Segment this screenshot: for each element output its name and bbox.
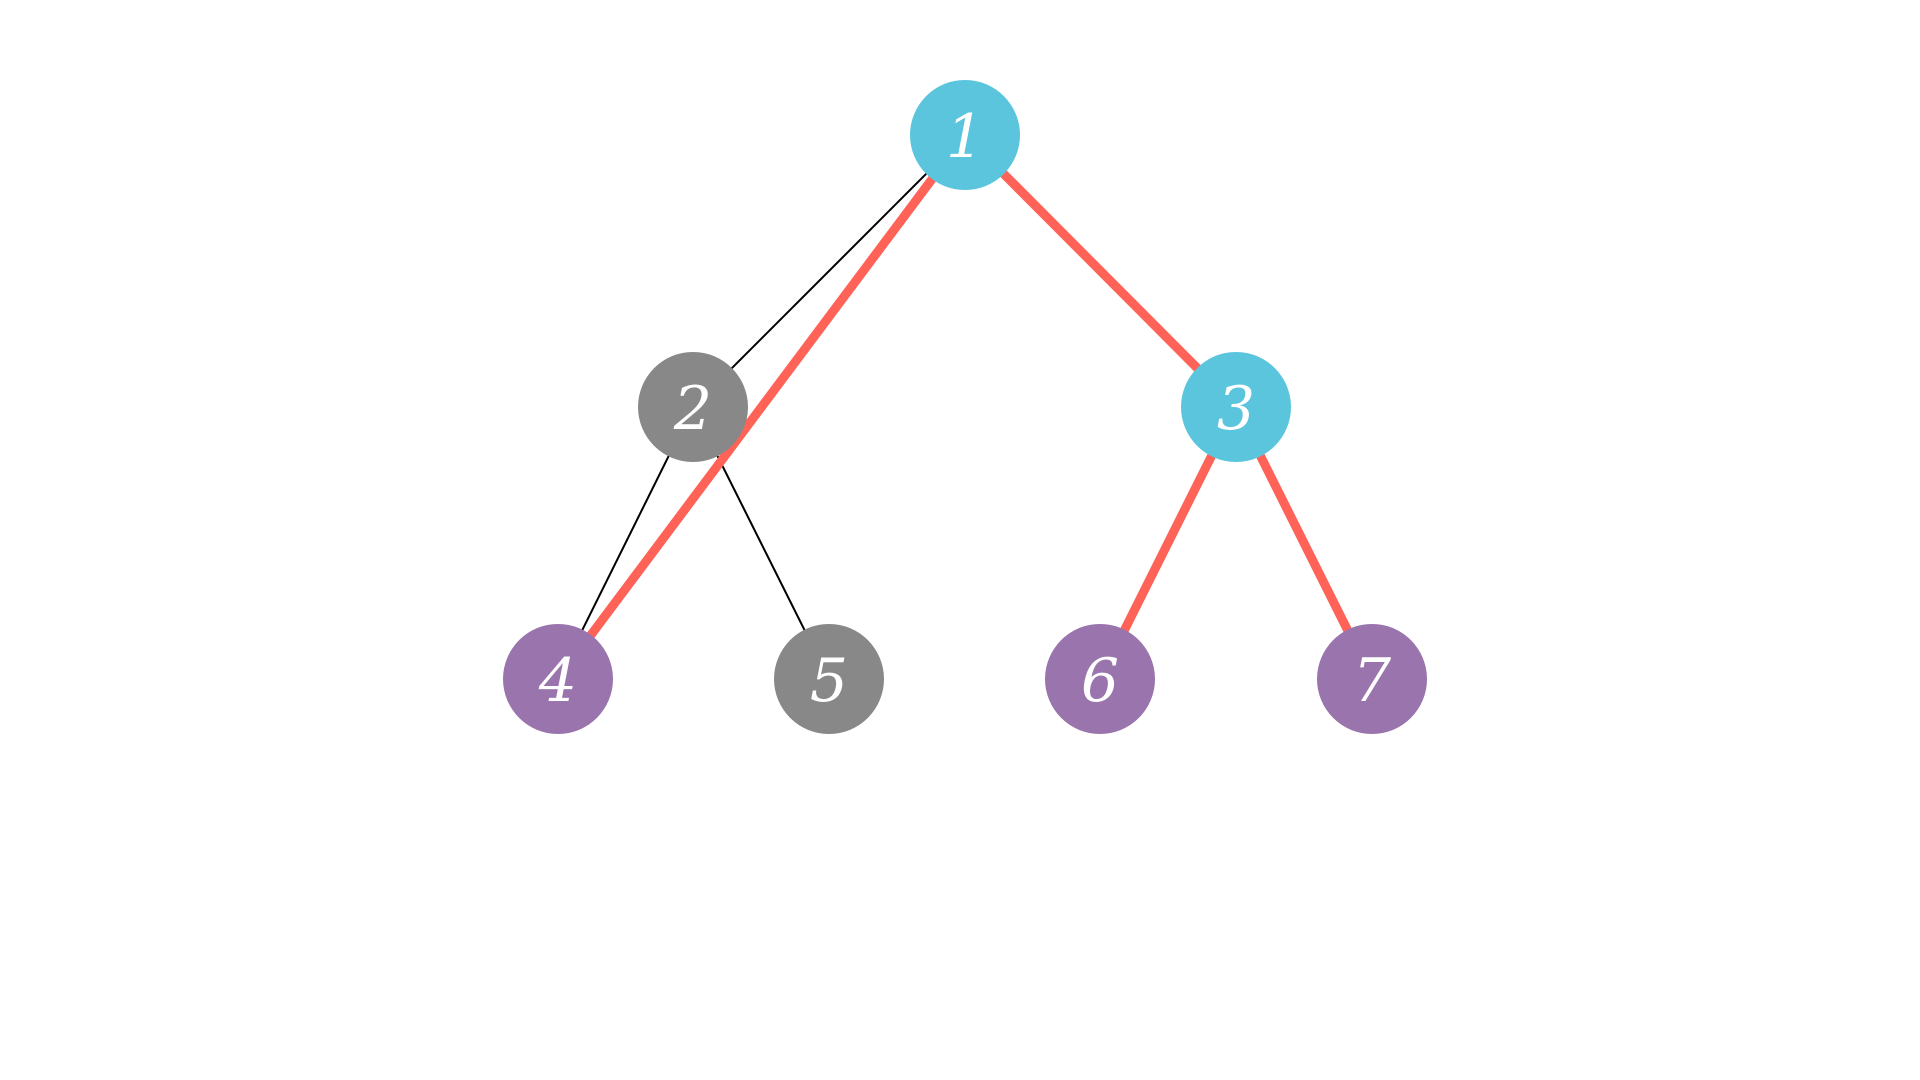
node-label-3: 3 xyxy=(1217,374,1255,444)
node-label-1: 1 xyxy=(946,102,984,172)
tree-node-7: 7 xyxy=(1317,624,1427,734)
node-circle-7 xyxy=(1317,624,1427,734)
tree-node-1: 1 xyxy=(910,80,1020,190)
node-label-5: 5 xyxy=(810,646,848,716)
node-circle-2 xyxy=(638,352,748,462)
edge-1-4 xyxy=(554,132,969,682)
edge-1-2 xyxy=(692,134,966,408)
node-circle-4 xyxy=(503,624,613,734)
node-circle-5 xyxy=(774,624,884,734)
node-label-7: 7 xyxy=(1353,646,1392,716)
node-circle-3 xyxy=(1181,352,1291,462)
tree-node-4: 4 xyxy=(503,624,613,734)
node-circle-6 xyxy=(1045,624,1155,734)
tree-node-2: 2 xyxy=(638,352,748,462)
node-label-4: 4 xyxy=(538,646,577,716)
node-label-6: 6 xyxy=(1081,646,1119,716)
nodes-layer: 1 2 3 4 5 6 7 xyxy=(503,80,1427,734)
tree-node-6: 6 xyxy=(1045,624,1155,734)
node-circle-1 xyxy=(910,80,1020,190)
tree-node-3: 3 xyxy=(1181,352,1291,462)
tree-node-5: 5 xyxy=(774,624,884,734)
node-label-2: 2 xyxy=(673,374,712,444)
edge-1-3 xyxy=(961,131,1240,411)
